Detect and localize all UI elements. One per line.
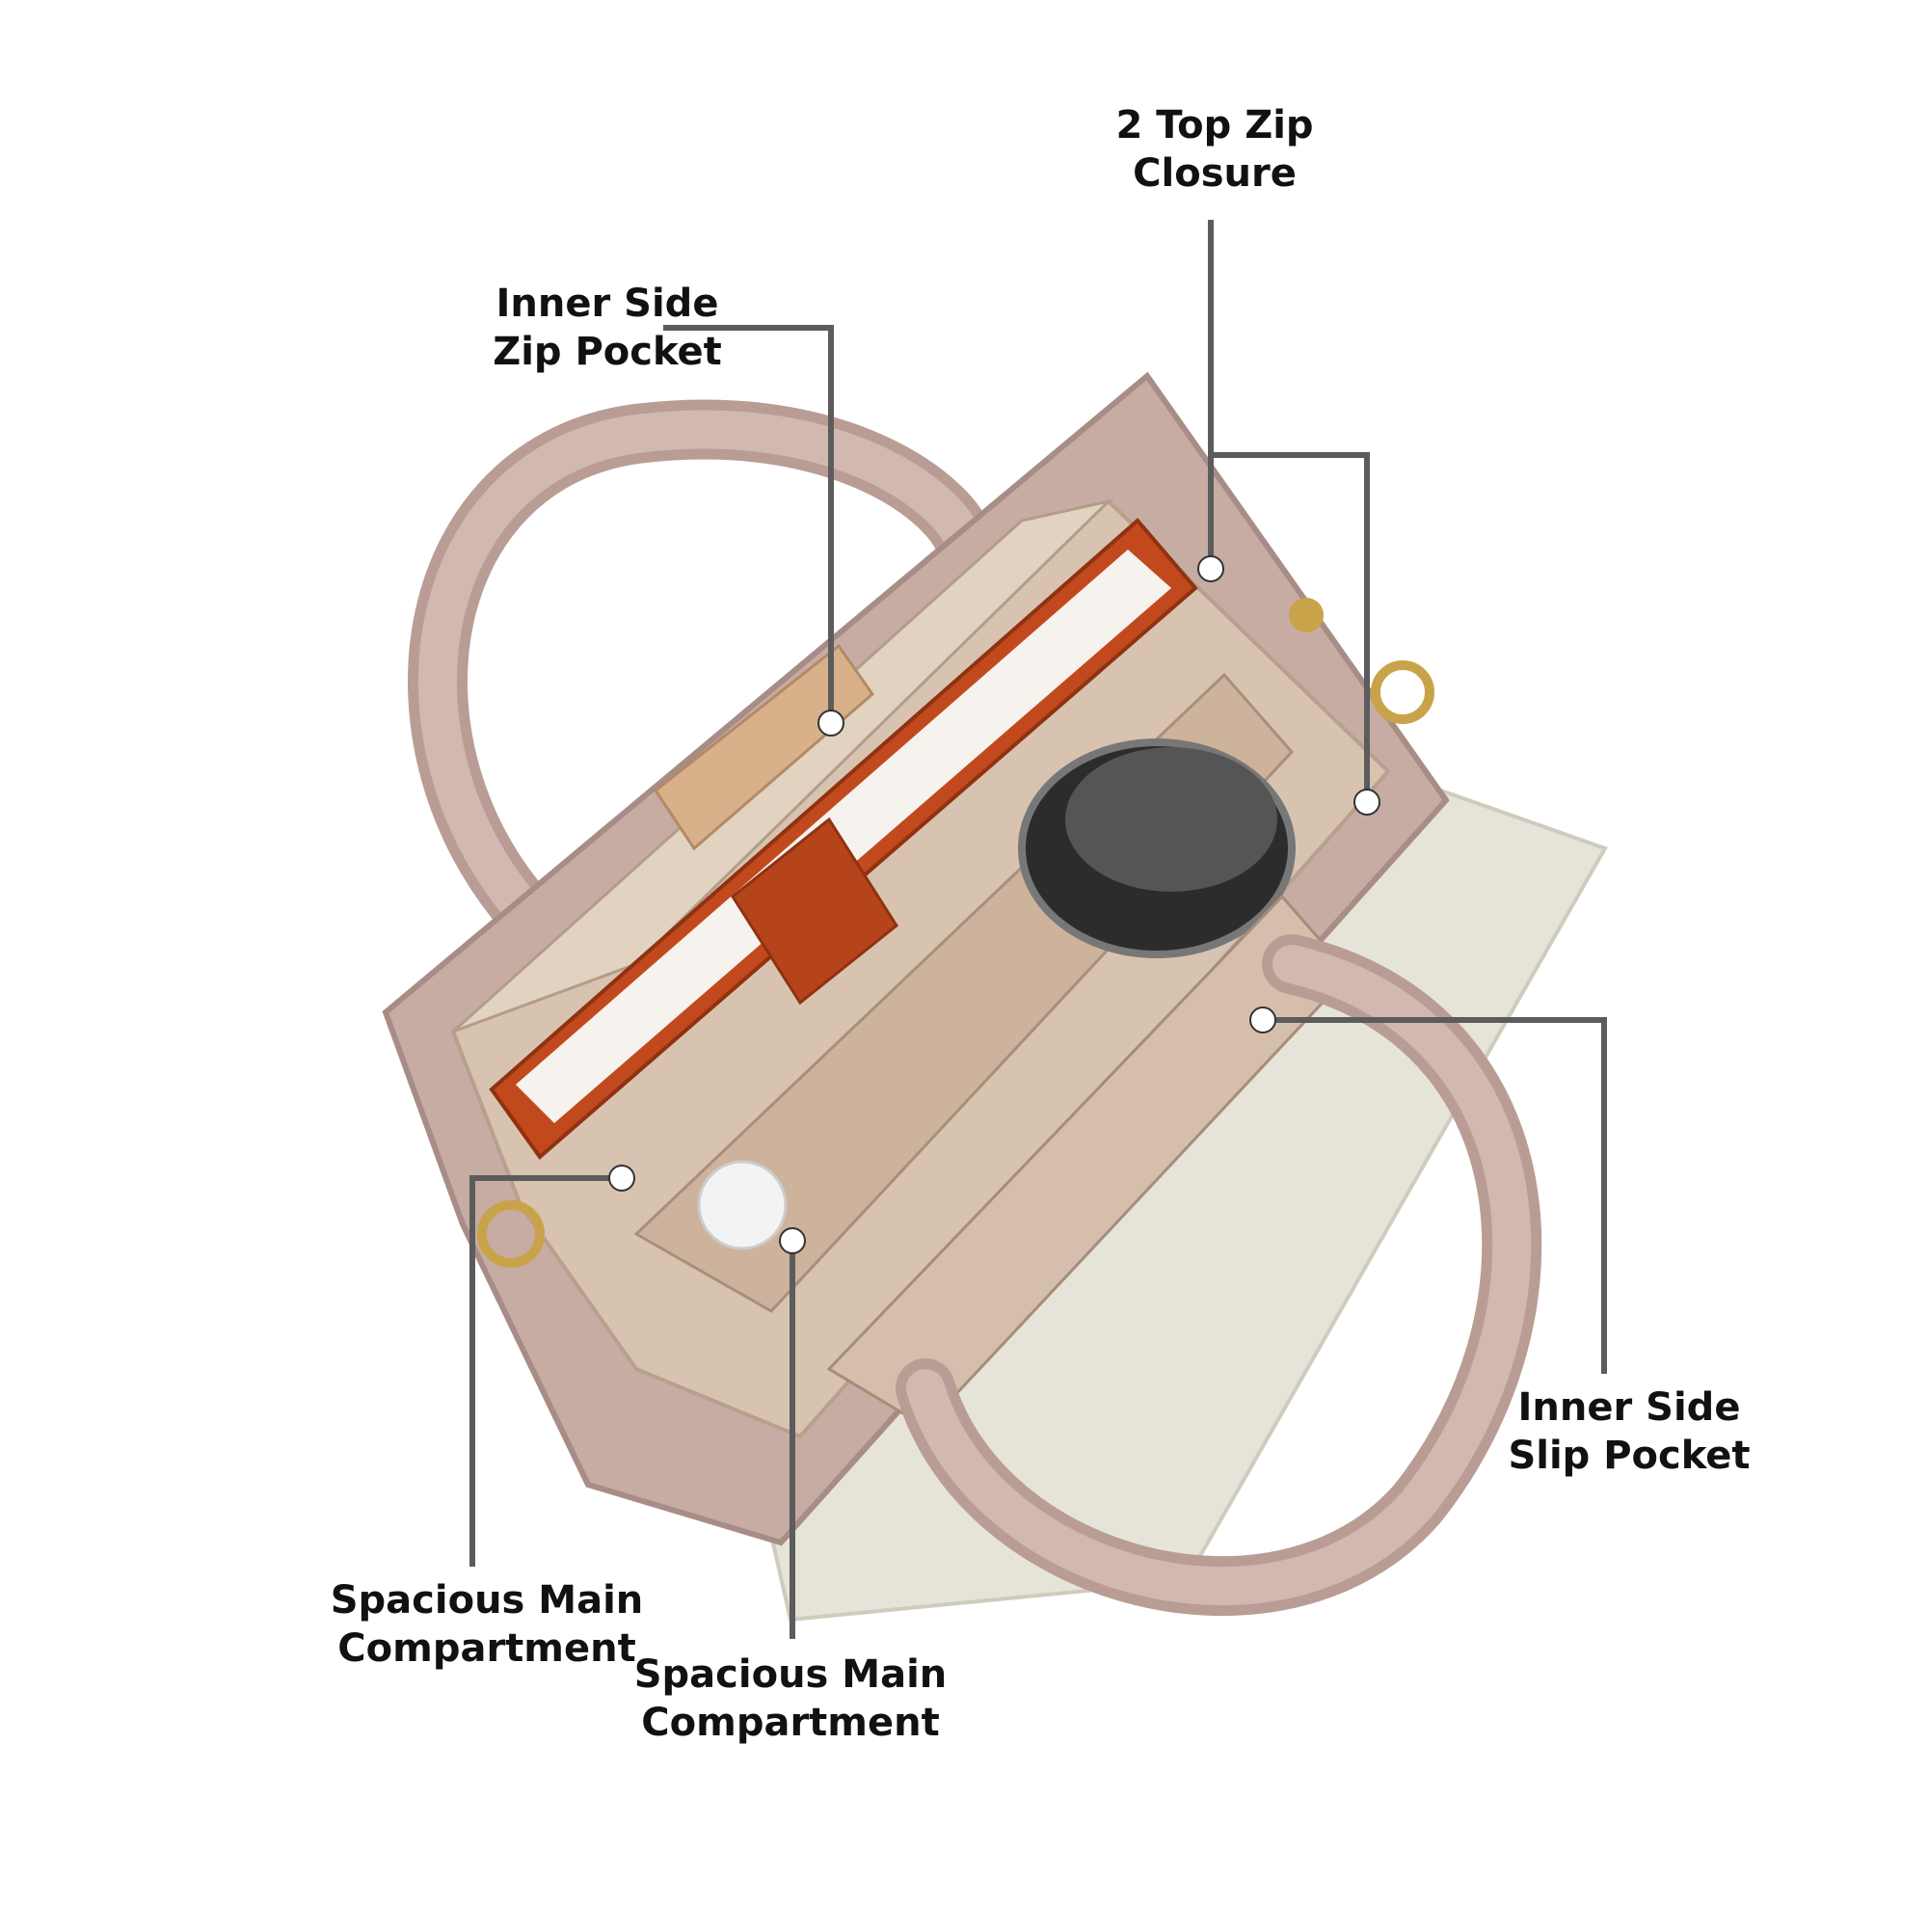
leader-main-left [469, 1175, 622, 1567]
hardware-ring-left [477, 1200, 545, 1268]
marker-inner-zip-pocket [817, 710, 844, 737]
callout-top-zip-closure: 2 Top Zip Closure [1012, 101, 1417, 198]
callout-line: Compartment [641, 1701, 940, 1745]
bottle-cap [697, 1160, 788, 1250]
phone [653, 643, 875, 851]
callout-line: Inner Side [495, 282, 719, 326]
hardware-ring-right [1371, 660, 1434, 724]
leader-lines [469, 220, 1607, 1639]
callout-main-compartment-left: Spacious Main Compartment [275, 1576, 699, 1673]
marker-main-left [608, 1165, 635, 1192]
hardware-clip-top [1289, 598, 1324, 632]
callout-line: Spacious Main [633, 1652, 948, 1697]
callout-line: Inner Side [1517, 1385, 1741, 1430]
callout-line: Zip Pocket [493, 330, 722, 374]
marker-top-zip-closure-second [1353, 789, 1380, 816]
callout-line: Closure [1133, 151, 1297, 196]
callout-line: Spacious Main [330, 1578, 644, 1623]
marker-dots [608, 555, 1380, 1254]
callout-inner-side-slip-pocket: Inner Side Slip Pocket [1436, 1383, 1822, 1480]
callout-line: 2 Top Zip [1115, 103, 1314, 148]
leader-top-zip-closure-branch [1211, 452, 1370, 800]
marker-main-center [779, 1227, 806, 1254]
callout-main-compartment-center: Spacious Main Compartment [578, 1650, 1003, 1747]
marker-top-zip-closure [1197, 555, 1224, 582]
callout-inner-side-zip-pocket: Inner Side Zip Pocket [405, 280, 810, 376]
marker-inner-slip-pocket [1249, 1006, 1276, 1033]
leader-inner-slip-pocket [1263, 1017, 1607, 1374]
leader-inner-zip-pocket [663, 325, 834, 723]
callout-line: Slip Pocket [1508, 1434, 1751, 1478]
callout-line: Compartment [337, 1626, 636, 1671]
